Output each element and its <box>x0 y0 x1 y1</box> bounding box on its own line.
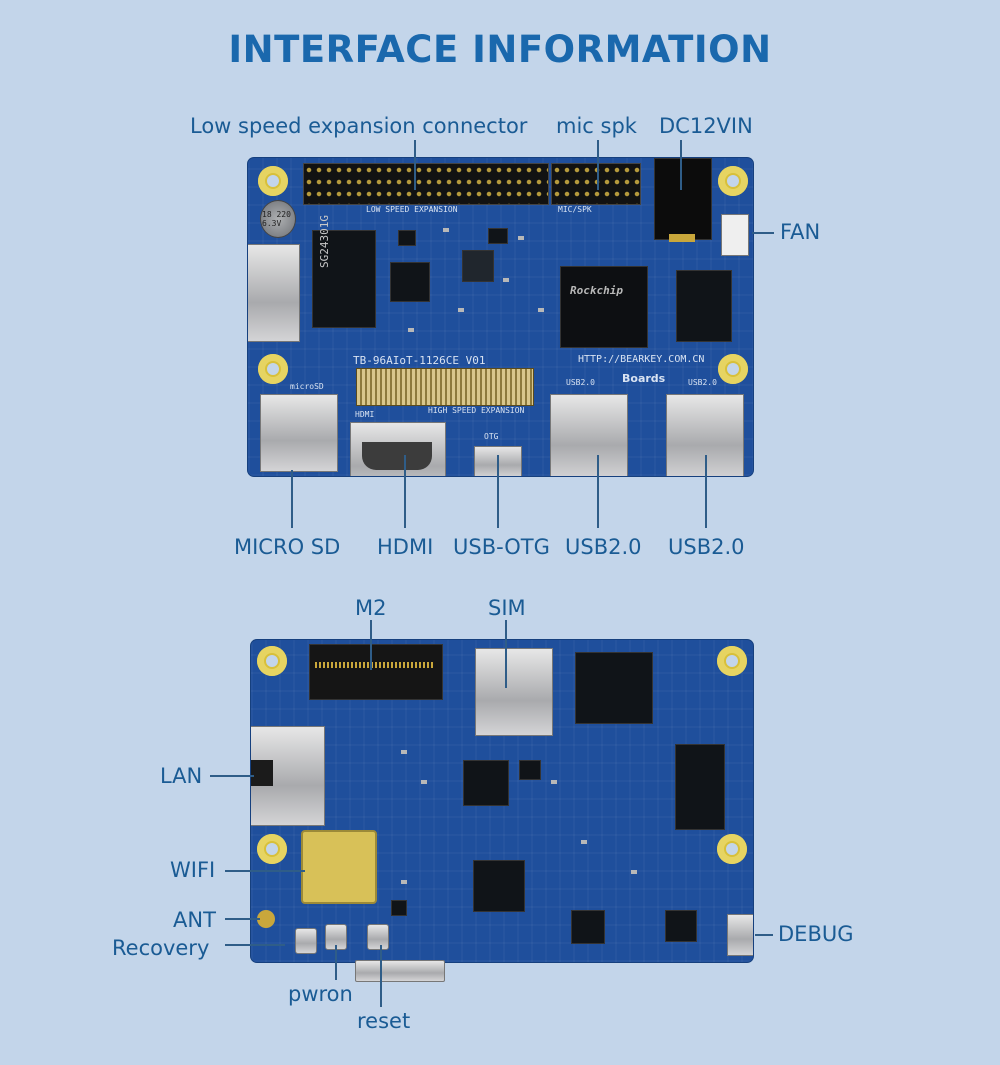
memory-chip <box>676 270 732 342</box>
recovery-button[interactable] <box>295 928 317 954</box>
label-hdmi: HDMI <box>377 535 434 559</box>
dc-power-jack <box>654 158 712 240</box>
callout-line <box>225 918 260 920</box>
mounting-hole <box>718 354 748 384</box>
ethernet-jack <box>248 244 300 342</box>
mounting-hole <box>717 834 747 864</box>
sim-slot <box>475 648 553 736</box>
callout-line <box>210 775 254 777</box>
m2-pins <box>315 662 435 668</box>
callout-line <box>497 455 499 528</box>
mounting-hole <box>717 646 747 676</box>
wifi-module <box>301 830 377 904</box>
label-usb20-right: USB2.0 <box>668 535 745 559</box>
ic <box>462 250 494 282</box>
callout-line <box>335 945 337 980</box>
label-usb20-left: USB2.0 <box>565 535 642 559</box>
label-mic-spk: mic spk <box>556 114 637 138</box>
bottom-edge-connector <box>355 960 445 982</box>
memory-chip <box>575 652 653 724</box>
mounting-hole <box>718 166 748 196</box>
silk-microsd: microSD <box>290 382 324 391</box>
label-debug: DEBUG <box>778 922 854 946</box>
label-ant: ANT <box>173 908 216 932</box>
callout-line <box>705 455 707 528</box>
mounting-hole <box>258 354 288 384</box>
page-title: INTERFACE INFORMATION <box>228 28 772 71</box>
callout-line <box>380 945 382 1007</box>
reset-button[interactable] <box>367 924 389 950</box>
cap-marking: 18 220 6.3V <box>262 210 291 228</box>
callout-line <box>505 620 507 688</box>
label-pwron: pwron <box>288 982 353 1006</box>
callout-line <box>755 934 773 936</box>
capacitor <box>260 200 296 238</box>
hdmi-port-opening <box>362 442 432 470</box>
callout-line <box>680 140 682 190</box>
callout-line <box>597 455 599 528</box>
callout-line <box>404 455 406 528</box>
ic <box>390 262 430 302</box>
ic <box>665 910 697 942</box>
callout-line <box>291 470 293 528</box>
label-low-speed-connector: Low speed expansion connector <box>190 114 528 138</box>
soc-brand: Rockchip <box>570 284 623 297</box>
label-wifi: WIFI <box>170 858 216 882</box>
label-lan: LAN <box>160 764 203 788</box>
ic <box>473 860 525 912</box>
callout-line <box>414 140 416 190</box>
chip-marking-sg24301g: SG24301G <box>318 215 331 268</box>
silk-mic-spk: MIC/SPK <box>558 205 592 214</box>
silk-url: HTTP://BEARKEY.COM.CN <box>578 354 705 365</box>
mounting-hole <box>258 166 288 196</box>
soc-chip <box>560 266 648 348</box>
label-dc12vin: DC12VIN <box>659 114 753 138</box>
lan-transformer <box>312 230 376 328</box>
small-ic <box>398 230 416 246</box>
silk-high-speed: HIGH SPEED EXPANSION <box>428 406 525 415</box>
mic-spk-header <box>551 163 641 205</box>
silk-usb20-left: USB2.0 <box>566 378 595 387</box>
top-board: LOW SPEED EXPANSION MIC/SPK 18 220 6.3V … <box>248 158 753 476</box>
lan-opening <box>251 760 273 786</box>
silk-usb20-right: USB2.0 <box>688 378 717 387</box>
label-reset: reset <box>357 1009 411 1033</box>
callout-line <box>225 944 285 946</box>
label-sim: SIM <box>488 596 526 620</box>
microsd-slot <box>260 394 338 472</box>
small-ic <box>391 900 407 916</box>
silk-board-id: TB-96AIoT-1126CE V01 <box>353 354 486 367</box>
antenna-connector <box>257 910 275 928</box>
silk-low-speed: LOW SPEED EXPANSION <box>366 205 458 214</box>
label-micro-sd: MICRO SD <box>234 535 341 559</box>
label-fan: FAN <box>780 220 821 244</box>
callout-line <box>225 870 305 872</box>
small-ic <box>488 228 508 244</box>
callout-line <box>597 140 599 190</box>
label-m2: M2 <box>355 596 387 620</box>
fan-connector <box>721 214 749 256</box>
m2-slot <box>309 644 443 700</box>
debug-usb-port <box>727 914 753 956</box>
bottom-board <box>251 640 753 962</box>
ic <box>463 760 509 806</box>
small-ic <box>519 760 541 780</box>
label-usb-otg: USB-OTG <box>453 535 550 559</box>
high-speed-expansion-connector <box>356 368 534 406</box>
callout-line <box>370 620 372 670</box>
mounting-hole <box>257 646 287 676</box>
usb20-port-left <box>550 394 628 476</box>
ic <box>571 910 605 944</box>
low-speed-expansion-header <box>303 163 549 205</box>
silk-hdmi: HDMI <box>355 410 375 419</box>
label-recovery: Recovery <box>112 936 210 960</box>
silk-usb-otg: OTG <box>484 432 499 441</box>
mounting-hole <box>257 834 287 864</box>
memory-chip <box>675 744 725 830</box>
boards-logo: Boards <box>622 372 666 385</box>
callout-line <box>752 232 774 234</box>
